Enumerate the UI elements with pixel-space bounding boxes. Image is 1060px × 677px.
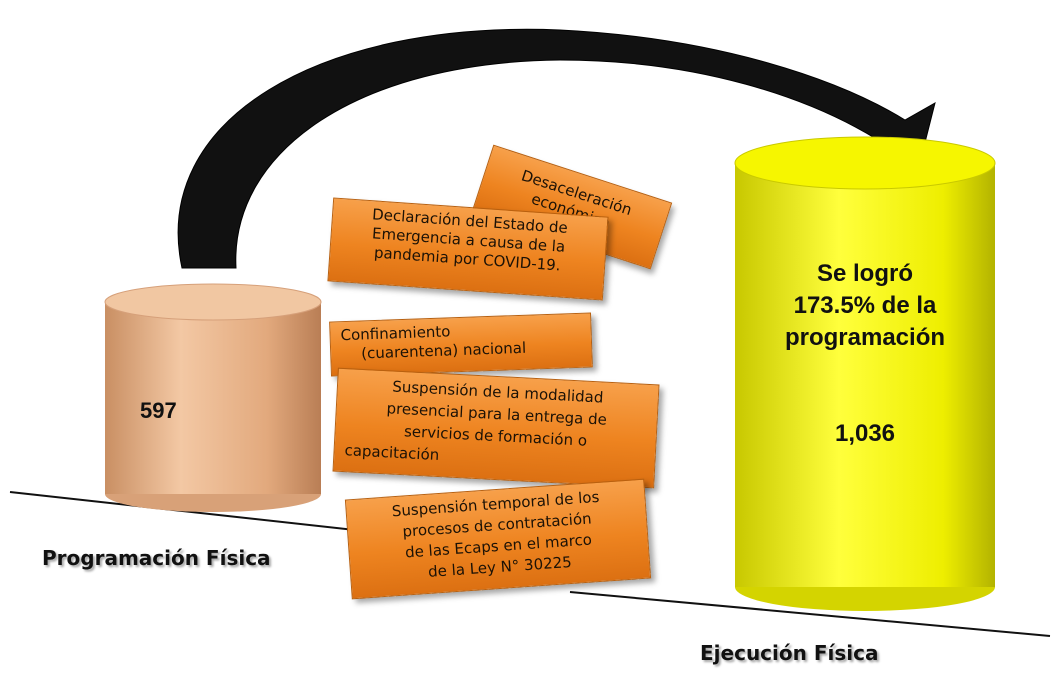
headline-line-2: 173.5% de la xyxy=(793,292,937,319)
label-programacion-fisica: Programación Física xyxy=(42,546,271,570)
right-cylinder xyxy=(734,136,996,611)
headline-line-3: programación xyxy=(784,324,946,351)
right-cylinder-value: 1,036 xyxy=(834,420,896,447)
factor-note-suspension-modalidad: Suspensión de la modalidad presencial pa… xyxy=(332,367,660,489)
label-ejecucion-fisica: Ejecución Física xyxy=(700,641,879,665)
headline-line-1: Se logró xyxy=(816,260,913,287)
curved-arrow-icon xyxy=(177,28,936,269)
factor-note-confinamiento: Confinamiento (cuarentena) nacional xyxy=(329,312,593,377)
left-cylinder-value: 597 xyxy=(140,398,177,423)
left-cylinder xyxy=(104,283,322,512)
ground-line-left xyxy=(9,491,401,536)
ground-line-right xyxy=(569,591,1051,637)
factor-note-suspension-contratacion: Suspensión temporal de los procesos de c… xyxy=(344,478,652,600)
right-cylinder-headline: Se logró 173.5% de la programación xyxy=(760,258,970,354)
